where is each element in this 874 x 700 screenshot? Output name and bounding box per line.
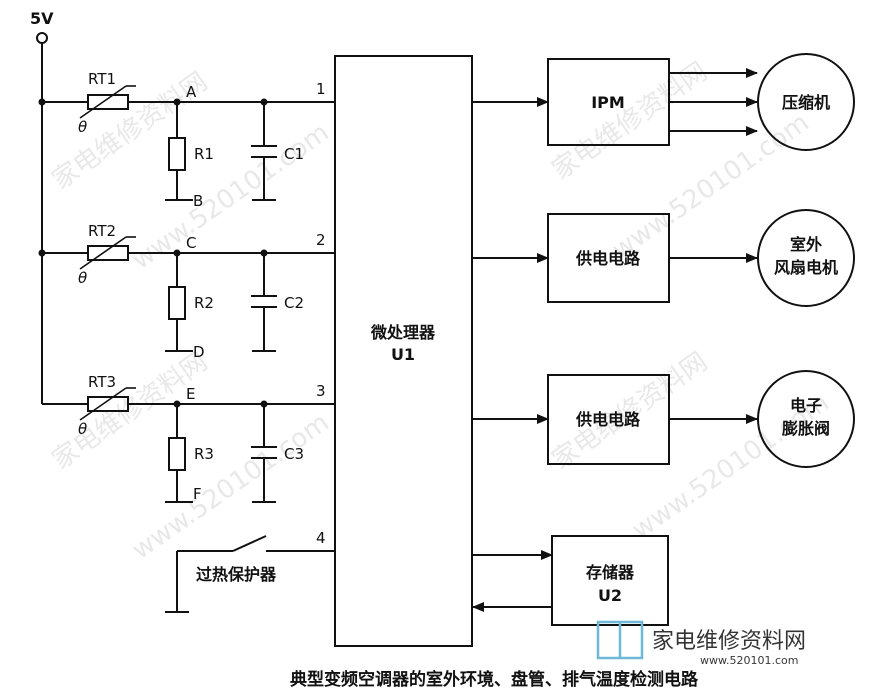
sensor-branch-1: RT1 θ A 1 R1 B C1 xyxy=(38,70,335,210)
fan-power-label: 供电电路 xyxy=(575,249,641,268)
output-fan: 供电电路 室外 风扇电机 xyxy=(472,209,855,307)
watermark-site: 家电维修资料网 xyxy=(47,347,213,476)
theta-symbol: θ xyxy=(78,269,87,287)
thermistor-rt1 xyxy=(87,94,129,110)
resistor-label: R1 xyxy=(194,145,214,163)
watermarks: 家电维修资料网 www.520101.com 家电维修资料网 www.52010… xyxy=(47,57,835,566)
mcu-pin-label: 2 xyxy=(316,231,326,249)
resistor-r2 xyxy=(168,286,186,320)
valve-label-line2: 膨胀阀 xyxy=(782,419,830,438)
mcu-pin-label: 3 xyxy=(316,382,326,400)
node-label: A xyxy=(186,83,197,101)
supply-label: 5V xyxy=(30,9,54,28)
watermark-site: 家电维修资料网 xyxy=(547,57,713,186)
node-label: C xyxy=(186,234,196,252)
memory-u2: 存储器 U2 xyxy=(472,535,669,626)
capacitor-label: C3 xyxy=(284,445,304,463)
sensor-branch-2: RT2 θ C 2 R2 D C2 xyxy=(38,222,335,361)
expansion-valve xyxy=(757,370,855,468)
output-valve: 供电电路 电子 膨胀阀 xyxy=(472,370,855,468)
theta-symbol: θ xyxy=(78,420,87,438)
theta-symbol: θ xyxy=(78,118,87,136)
mcu-u1: 微处理器 U1 xyxy=(334,55,473,647)
mcu-name: 微处理器 xyxy=(370,323,436,342)
diagram-caption: 典型变频空调器的室外环境、盘管、排气温度检测电路 xyxy=(290,669,699,690)
resistor-label: R2 xyxy=(194,294,214,312)
thermistor-label: RT2 xyxy=(88,222,116,240)
fan-label-line2: 风扇电机 xyxy=(774,258,838,277)
mcu-pin-label: 1 xyxy=(316,80,326,98)
thermistor-rt2 xyxy=(87,245,129,261)
thermistor-label: RT3 xyxy=(88,373,116,391)
compressor-motor xyxy=(757,53,855,151)
site-logo: 家电维修资料网 www.520101.com xyxy=(596,620,806,667)
logo-url: www.520101.com xyxy=(700,654,798,667)
supply-rail: 5V xyxy=(30,9,54,404)
mcu-block xyxy=(334,55,473,647)
resistor-r3 xyxy=(168,437,186,471)
valve-power-label: 供电电路 xyxy=(575,410,641,429)
fan-label-line1: 室外 xyxy=(790,235,822,254)
protector-label: 过热保护器 xyxy=(196,565,277,584)
ipm-label: IPM xyxy=(591,93,625,112)
watermark-url: www.520101.com xyxy=(127,408,335,566)
logo-text: 家电维修资料网 xyxy=(652,629,806,654)
node-label: D xyxy=(193,343,205,361)
supply-terminal xyxy=(36,32,48,44)
compressor-label: 压缩机 xyxy=(782,93,830,112)
mcu-pin-label: 4 xyxy=(316,529,326,547)
resistor-label: R3 xyxy=(194,445,214,463)
thermistor-label: RT1 xyxy=(88,70,116,88)
sensor-branch-3: RT3 θ E 3 R3 F C3 xyxy=(42,373,335,503)
memory-name: 存储器 xyxy=(586,563,635,582)
capacitor-label: C2 xyxy=(284,294,304,312)
valve-label-line1: 电子 xyxy=(790,396,822,415)
memory-block xyxy=(551,535,669,626)
outdoor-fan-motor xyxy=(757,209,855,307)
mcu-ref: U1 xyxy=(391,345,415,364)
resistor-r1 xyxy=(168,137,186,171)
node-label: B xyxy=(193,192,203,210)
capacitor-label: C1 xyxy=(284,145,304,163)
output-ipm: IPM 压缩机 xyxy=(472,53,855,151)
node-label: F xyxy=(193,485,202,503)
memory-ref: U2 xyxy=(598,586,622,605)
node-label: E xyxy=(186,385,195,403)
overheat-protector: 4 过热保护器 xyxy=(165,529,335,613)
